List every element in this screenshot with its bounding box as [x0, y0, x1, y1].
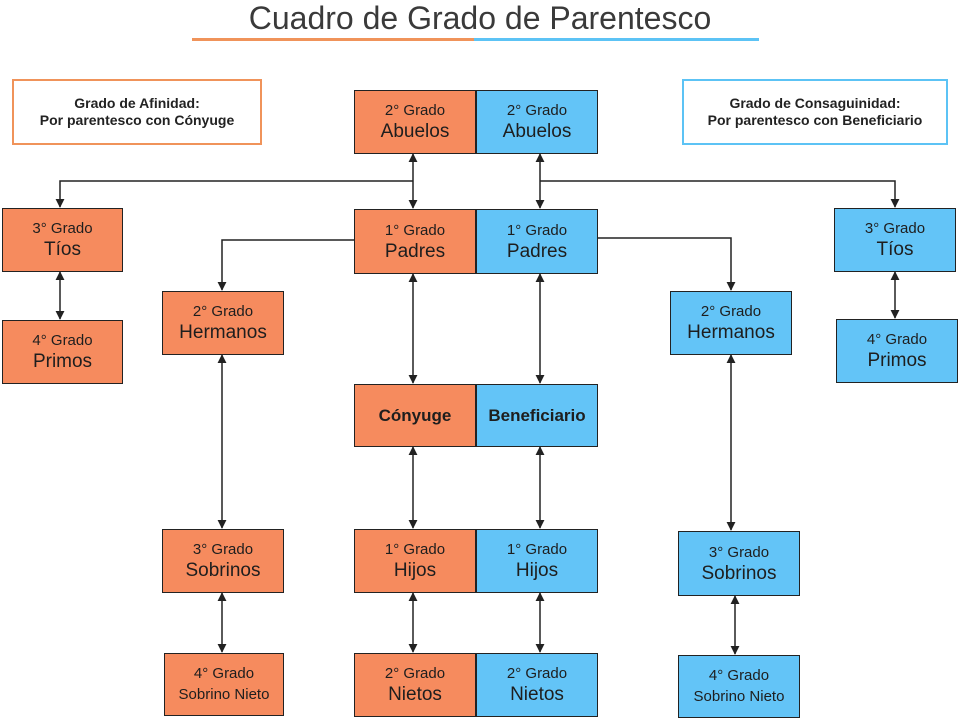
node-grade: 2° Grado — [506, 665, 568, 682]
node-label: Tíos — [876, 239, 914, 260]
node-abuelos-consanguinity: 2° Grado Abuelos — [476, 90, 598, 154]
node-grade: 2° Grado — [384, 665, 446, 682]
title-underline-affinity — [192, 38, 474, 41]
node-grade: 2° Grado — [700, 303, 762, 320]
node-grade: 1° Grado — [506, 541, 568, 558]
link-padres-hermanos-consanguinity — [598, 237, 736, 291]
legend-affinity-title: Grado de Afinidad: — [74, 95, 200, 111]
legend-consanguinity-desc: Por parentesco con Beneficiario — [707, 112, 923, 128]
node-label: Cónyuge — [378, 405, 452, 425]
legend-consanguinity: Grado de Consaguinidad: Por parentesco c… — [682, 79, 948, 145]
node-label: Tíos — [44, 239, 81, 260]
node-sobrino-nieto-affinity: 4° Grado Sobrino Nieto — [164, 653, 284, 716]
node-grade: 3° Grado — [32, 220, 93, 237]
node-hijos-consanguinity: 1° Grado Hijos — [476, 529, 598, 593]
node-grade: 2° Grado — [192, 303, 254, 320]
title-underline-consanguinity — [474, 38, 759, 41]
node-primos-affinity: 4° Grado Primos — [2, 320, 123, 384]
node-label: Abuelos — [502, 121, 572, 142]
node-label: Sobrinos — [701, 562, 777, 584]
node-sobrino-nieto-consanguinity: 4° Grado Sobrino Nieto — [678, 655, 800, 718]
node-label: Hermanos — [687, 322, 775, 343]
node-grade: 4° Grado — [866, 331, 928, 348]
node-label: Primos — [867, 350, 927, 371]
node-label: Abuelos — [380, 121, 450, 142]
link-abuelos-tios-affinity — [55, 180, 413, 208]
node-grade: 3° Grado — [708, 543, 770, 561]
node-label: Hijos — [515, 560, 559, 581]
legend-affinity: Grado de Afinidad: Por parentesco con Có… — [12, 79, 262, 145]
node-conyuge: Cónyuge — [354, 384, 476, 447]
node-hijos-affinity: 1° Grado Hijos — [354, 529, 476, 593]
node-label: Sobrinos — [185, 560, 261, 581]
node-label: Beneficiario — [488, 405, 586, 425]
node-abuelos-affinity: 2° Grado Abuelos — [354, 90, 476, 154]
node-label: Sobrino Nieto — [178, 685, 270, 703]
node-grade: 4° Grado — [708, 666, 770, 684]
node-grade: 3° Grado — [864, 220, 926, 237]
node-label: Hermanos — [179, 322, 267, 343]
node-label: Primos — [32, 351, 93, 372]
node-grade: 3° Grado — [192, 541, 254, 558]
node-sobrinos-consanguinity: 3° Grado Sobrinos — [678, 531, 800, 596]
node-label: Nietos — [510, 684, 564, 705]
node-grade: 4° Grado — [193, 664, 255, 682]
node-tios-consanguinity: 3° Grado Tíos — [834, 208, 956, 272]
node-label: Padres — [384, 240, 446, 262]
node-hermanos-affinity: 2° Grado Hermanos — [162, 291, 284, 355]
node-label: Hijos — [393, 560, 437, 581]
node-tios-affinity: 3° Grado Tíos — [2, 208, 123, 272]
node-label: Sobrino Nieto — [693, 687, 785, 705]
node-grade: 2° Grado — [384, 102, 446, 119]
legend-consanguinity-title: Grado de Consaguinidad: — [729, 95, 901, 111]
link-abuelos-tios-consanguinity — [540, 180, 900, 208]
node-label: Nietos — [388, 684, 442, 705]
node-label: Padres — [506, 240, 568, 262]
node-nietos-consanguinity: 2° Grado Nietos — [476, 653, 598, 717]
node-padres-consanguinity: 1° Grado Padres — [476, 209, 598, 274]
link-padres-hermanos-affinity — [217, 239, 354, 291]
node-padres-affinity: 1° Grado Padres — [354, 209, 476, 274]
node-beneficiario: Beneficiario — [476, 384, 598, 447]
node-nietos-affinity: 2° Grado Nietos — [354, 653, 476, 717]
node-grade: 4° Grado — [32, 332, 93, 349]
node-hermanos-consanguinity: 2° Grado Hermanos — [670, 291, 792, 355]
legend-affinity-desc: Por parentesco con Cónyuge — [39, 112, 235, 128]
node-sobrinos-affinity: 3° Grado Sobrinos — [162, 529, 284, 593]
node-primos-consanguinity: 4° Grado Primos — [836, 319, 958, 383]
node-grade: 1° Grado — [506, 221, 568, 239]
node-grade: 1° Grado — [384, 541, 446, 558]
node-grade: 2° Grado — [506, 102, 568, 119]
page-title: Cuadro de Grado de Parentesco — [248, 0, 712, 36]
node-grade: 1° Grado — [384, 221, 446, 239]
